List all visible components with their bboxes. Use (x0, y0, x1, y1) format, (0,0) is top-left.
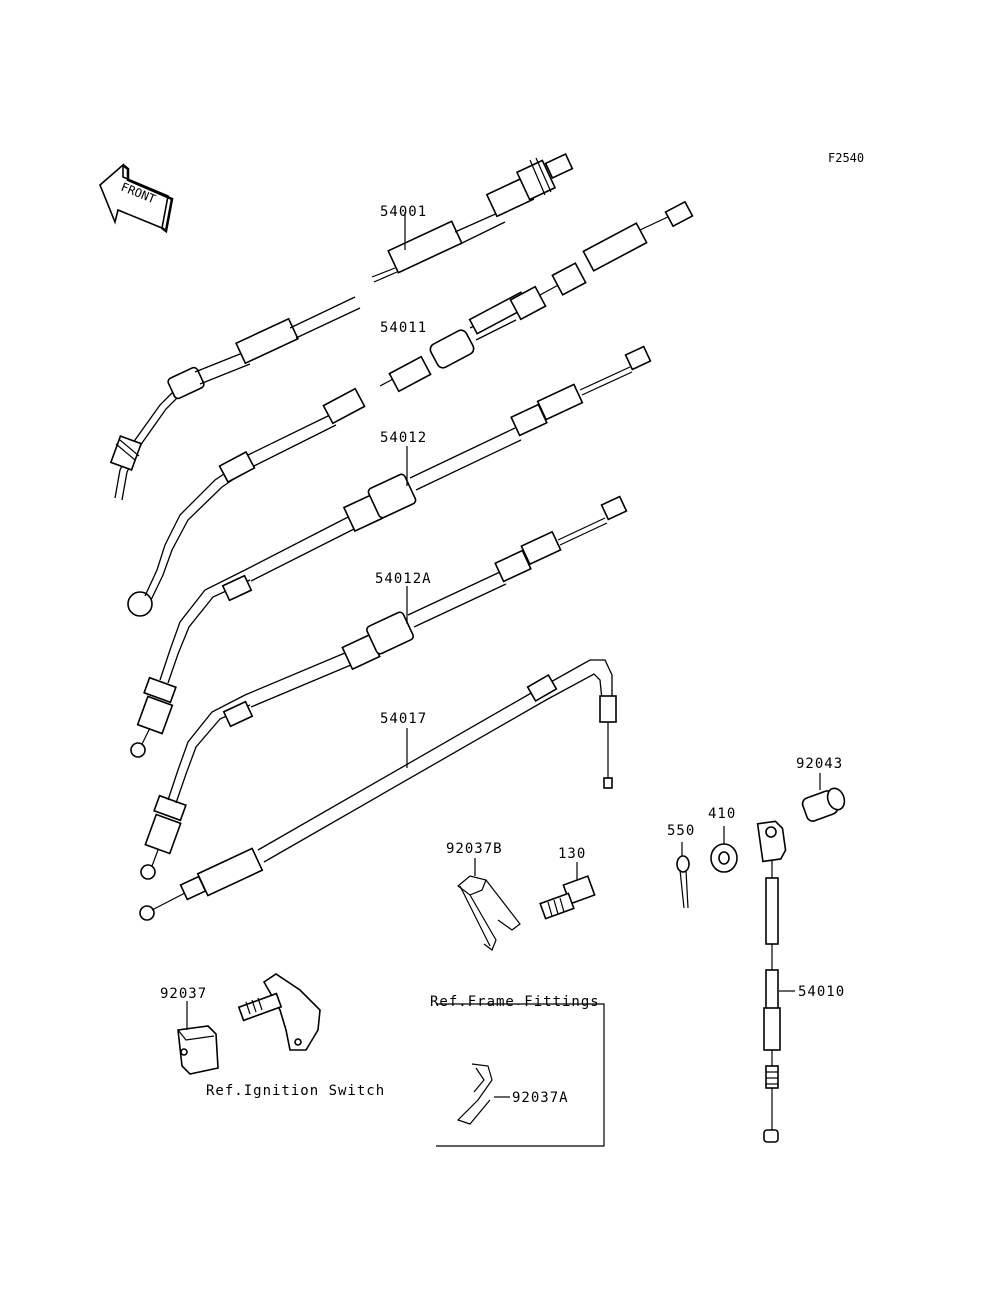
diagram-ref-code: F2540 (828, 151, 864, 165)
part-label-130: 130 (558, 846, 586, 862)
part-92037 (177, 1001, 219, 1075)
part-label-54010: 54010 (798, 984, 845, 1000)
part-label-92037: 92037 (160, 986, 207, 1002)
cable-54017 (139, 659, 617, 921)
part-label-550: 550 (667, 823, 695, 839)
part-label-54011: 54011 (380, 320, 427, 336)
part-410 (710, 826, 738, 873)
part-label-54012: 54012 (380, 430, 427, 446)
part-92037B (457, 858, 521, 951)
ignition-switch-bracket (237, 973, 321, 1051)
part-label-54001: 54001 (380, 204, 427, 220)
part-label-54012A: 54012A (375, 571, 432, 587)
ref-frame-fittings: Ref.Frame Fittings (430, 994, 600, 1010)
part-label-92037A: 92037A (512, 1090, 569, 1106)
part-130 (539, 862, 596, 920)
part-550 (676, 842, 690, 909)
cable-54012A (140, 495, 628, 880)
part-label-410: 410 (708, 806, 736, 822)
part-label-92043: 92043 (796, 756, 843, 772)
cable-54001 (109, 153, 574, 501)
part-label-92037B: 92037B (446, 841, 503, 857)
ref-ignition-switch: Ref.Ignition Switch (206, 1083, 385, 1099)
cable-54012 (130, 345, 652, 758)
part-label-54017: 54017 (380, 711, 427, 727)
cable-54011 (127, 200, 694, 617)
frame-fittings-box (436, 1003, 605, 1147)
part-92043 (801, 773, 846, 822)
part-54010 (756, 820, 795, 1143)
front-arrow-icon: FRONT (99, 163, 174, 234)
